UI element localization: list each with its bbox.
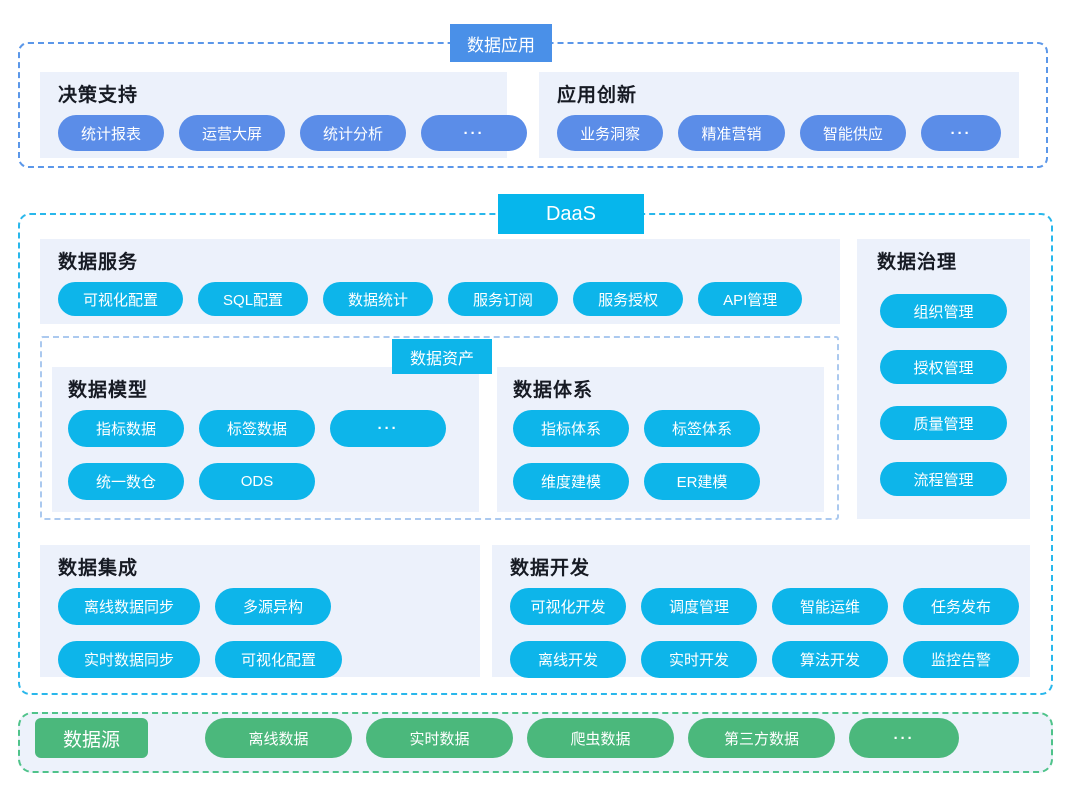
pill-tag-system: 标签体系 xyxy=(644,410,760,447)
pill-realtime-data-sync: 实时数据同步 xyxy=(58,641,201,678)
pill-api-management: API管理 xyxy=(698,282,803,316)
data-service-panel: 数据服务 可视化配置 SQL配置 数据统计 服务订阅 服务授权 API管理 xyxy=(40,239,840,324)
pill-statistical-report: 统计报表 xyxy=(58,115,164,151)
data-governance-panel: 数据治理 组织管理 授权管理 质量管理 流程管理 xyxy=(857,239,1030,519)
pill-dimension-modeling: 维度建模 xyxy=(513,463,629,500)
pill-monitor-alert: 监控告警 xyxy=(903,641,1019,678)
data-service-pills: 可视化配置 SQL配置 数据统计 服务订阅 服务授权 API管理 xyxy=(58,282,822,316)
data-system-title: 数据体系 xyxy=(513,380,594,401)
pill-more-model: ··· xyxy=(330,410,446,447)
pill-service-subscription: 服务订阅 xyxy=(448,282,559,316)
data-model-title: 数据模型 xyxy=(68,380,149,401)
pill-more-innovation: ··· xyxy=(920,115,1001,151)
pill-process-management: 流程管理 xyxy=(880,462,1007,496)
decision-support-title: 决策支持 xyxy=(58,85,139,106)
data-governance-title: 数据治理 xyxy=(877,252,958,273)
pill-tag-data: 标签数据 xyxy=(199,410,315,447)
data-integration-row1: 离线数据同步 多源异构 xyxy=(58,588,462,625)
pill-realtime-development: 实时开发 xyxy=(641,641,757,678)
data-application-box: 决策支持 统计报表 运营大屏 统计分析 ··· 应用创新 业务洞察 精准营销 智… xyxy=(18,42,1048,168)
app-innovation-panel: 应用创新 业务洞察 精准营销 智能供应 ··· xyxy=(539,72,1019,158)
pill-indicator-system: 指标体系 xyxy=(513,410,629,447)
data-development-row2: 离线开发 实时开发 算法开发 监控告警 xyxy=(510,641,1019,678)
data-application-badge: 数据应用 xyxy=(450,24,552,62)
data-development-title: 数据开发 xyxy=(510,558,591,579)
data-asset-box: 数据资产 数据模型 指标数据 标签数据 ··· 统一数仓 ODS 数据体系 指标… xyxy=(40,336,839,520)
app-innovation-title: 应用创新 xyxy=(557,85,638,106)
pill-more-source: ··· xyxy=(849,718,959,758)
pill-visual-config-integration: 可视化配置 xyxy=(215,641,343,678)
pill-statistical-analysis: 统计分析 xyxy=(300,115,406,151)
data-development-panel: 数据开发 可视化开发 调度管理 智能运维 任务发布 离线开发 实时开发 算法开发… xyxy=(492,545,1030,678)
pill-crawler-data: 爬虫数据 xyxy=(527,718,674,758)
pill-visual-config: 可视化配置 xyxy=(58,282,184,316)
data-system-row2: 维度建模 ER建模 xyxy=(513,463,808,500)
data-source-badge: 数据源 xyxy=(35,718,148,758)
pill-task-release: 任务发布 xyxy=(903,588,1019,625)
data-development-row1: 可视化开发 调度管理 智能运维 任务发布 xyxy=(510,588,1019,625)
pill-more-decision: ··· xyxy=(421,115,527,151)
pill-quality-management: 质量管理 xyxy=(880,406,1007,440)
data-system-row1: 指标体系 标签体系 xyxy=(513,410,808,447)
data-governance-pills: 组织管理 授权管理 质量管理 流程管理 xyxy=(857,294,1030,496)
pill-ods: ODS xyxy=(199,463,315,500)
pill-business-insight: 业务洞察 xyxy=(557,115,664,151)
pill-smart-supply: 智能供应 xyxy=(799,115,906,151)
pill-offline-data-sync: 离线数据同步 xyxy=(58,588,201,625)
data-service-title: 数据服务 xyxy=(58,252,139,273)
pill-data-statistics: 数据统计 xyxy=(323,282,434,316)
data-integration-title: 数据集成 xyxy=(58,558,139,579)
pill-offline-development: 离线开发 xyxy=(510,641,626,678)
pill-er-modeling: ER建模 xyxy=(644,463,760,500)
data-asset-badge: 数据资产 xyxy=(392,339,492,374)
pill-precision-marketing: 精准营销 xyxy=(678,115,785,151)
daas-badge: DaaS xyxy=(498,194,644,234)
data-model-row2: 统一数仓 ODS xyxy=(68,463,463,500)
data-integration-row2: 实时数据同步 可视化配置 xyxy=(58,641,462,678)
pill-org-management: 组织管理 xyxy=(880,294,1007,328)
pill-multi-source: 多源异构 xyxy=(215,588,332,625)
pill-thirdparty-data: 第三方数据 xyxy=(688,718,835,758)
decision-support-panel: 决策支持 统计报表 运营大屏 统计分析 ··· xyxy=(40,72,527,158)
data-source-pills: 离线数据 实时数据 爬虫数据 第三方数据 ··· xyxy=(205,718,959,758)
pill-smart-ops: 智能运维 xyxy=(772,588,888,625)
pill-algorithm-development: 算法开发 xyxy=(772,641,888,678)
pill-service-authorization: 服务授权 xyxy=(573,282,684,316)
pill-auth-management: 授权管理 xyxy=(880,350,1007,384)
pill-schedule-management: 调度管理 xyxy=(641,588,757,625)
data-model-panel: 数据模型 指标数据 标签数据 ··· 统一数仓 ODS xyxy=(52,367,479,512)
pill-operation-dashboard: 运营大屏 xyxy=(179,115,285,151)
pill-indicator-data: 指标数据 xyxy=(68,410,184,447)
pill-visual-development: 可视化开发 xyxy=(510,588,626,625)
pill-offline-data: 离线数据 xyxy=(205,718,352,758)
data-integration-panel: 数据集成 离线数据同步 多源异构 实时数据同步 可视化配置 xyxy=(40,545,480,678)
data-system-panel: 数据体系 指标体系 标签体系 维度建模 ER建模 xyxy=(497,367,824,512)
data-model-row1: 指标数据 标签数据 ··· xyxy=(68,410,463,447)
app-innovation-pills: 业务洞察 精准营销 智能供应 ··· xyxy=(557,115,1001,151)
daas-box: 数据服务 可视化配置 SQL配置 数据统计 服务订阅 服务授权 API管理 数据… xyxy=(18,213,1053,695)
pill-realtime-data: 实时数据 xyxy=(366,718,513,758)
pill-sql-config: SQL配置 xyxy=(198,282,309,316)
pill-unified-warehouse: 统一数仓 xyxy=(68,463,184,500)
decision-support-pills: 统计报表 运营大屏 统计分析 ··· xyxy=(58,115,527,151)
